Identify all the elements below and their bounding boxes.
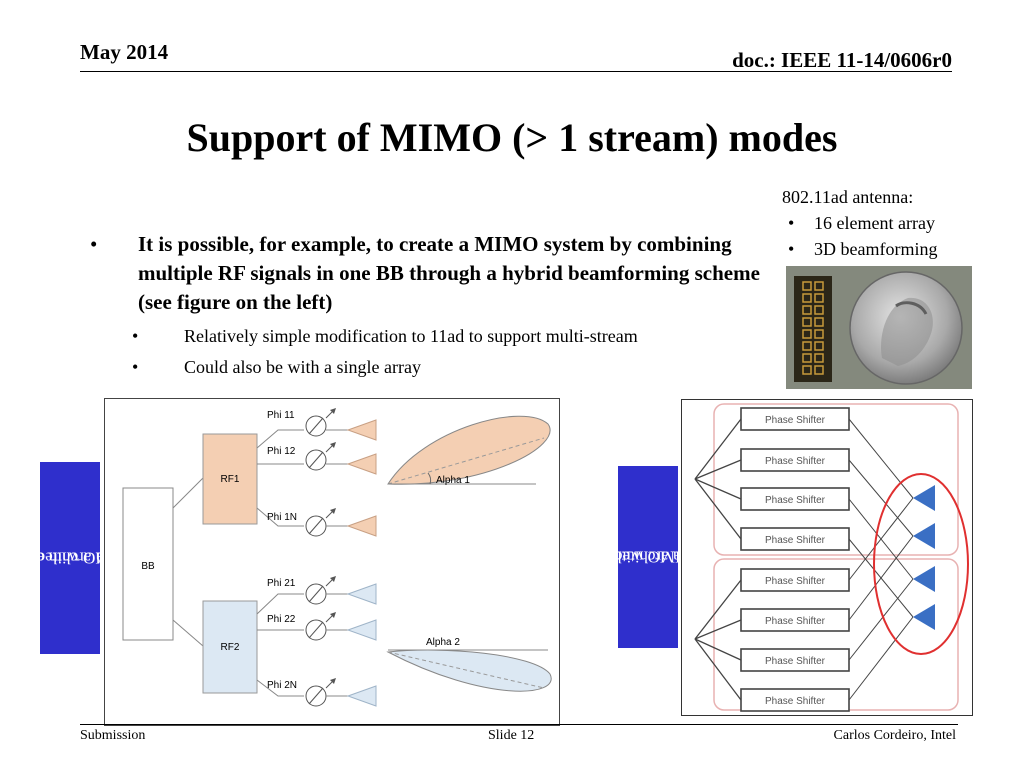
phase-label: Phi 1N xyxy=(267,512,297,523)
antenna-horn-icon xyxy=(346,619,377,641)
phase-shifter-label: Phase Shifter xyxy=(765,696,826,707)
phase-label: Phi 12 xyxy=(267,446,296,457)
antenna-horn-icon xyxy=(346,453,377,475)
antenna-array-chip xyxy=(794,276,832,382)
antenna-group-ellipse xyxy=(873,473,969,655)
antenna-note-list: 16 element array 3D beamforming xyxy=(782,210,937,262)
phase-shifter-icon xyxy=(305,442,336,471)
bullet-sub: Could also be with a single array xyxy=(90,355,770,379)
antenna-horn-icon xyxy=(346,419,377,441)
bullet-sub: Relatively simple modification to 11ad t… xyxy=(90,324,770,348)
phase-shifter-icon xyxy=(305,408,336,437)
rf2-label: RF2 xyxy=(221,642,240,653)
slide-title: Support of MIMO (> 1 stream) modes xyxy=(186,115,838,160)
alpha-1-label: Alpha 1 xyxy=(436,475,470,486)
footer-author: Carlos Cordeiro, Intel xyxy=(833,728,956,743)
header-date: May 2014 xyxy=(80,40,169,64)
phase-label: Phi 22 xyxy=(267,614,296,625)
bullet-list: It is possible, for example, to create a… xyxy=(90,230,770,379)
phase-shifter-label: Phase Shifter xyxy=(765,656,826,667)
beam-2 xyxy=(386,649,552,692)
header-divider xyxy=(80,71,952,72)
phase-label: Phi 11 xyxy=(267,410,295,421)
alpha-2-label: Alpha 2 xyxy=(426,637,460,648)
antenna-coin-photo xyxy=(786,266,972,389)
antenna-horn-icon xyxy=(346,515,377,537)
phase-shifter-label: Phase Shifter xyxy=(765,495,826,506)
bb-label: BB xyxy=(141,561,155,572)
rf1-block xyxy=(202,433,258,525)
antenna-horn-icon xyxy=(346,685,377,707)
antenna-horn-icon xyxy=(346,583,377,605)
rf2-block xyxy=(202,600,258,694)
bullet-main: It is possible, for example, to create a… xyxy=(90,230,770,317)
antenna-note-heading: 802.11ad antenna: xyxy=(782,187,914,207)
phase-label: Phi 21 xyxy=(267,578,296,589)
rf1-label: RF1 xyxy=(221,474,240,485)
phase-label: Phi 2N xyxy=(267,680,297,691)
antenna-note-item: 16 element array xyxy=(782,210,937,236)
hybrid-beamforming-diagram: BB RF1 RF2 Alpha 1 xyxy=(104,398,560,726)
antenna-element-icon xyxy=(913,523,935,549)
phase-shifter-icon xyxy=(305,678,336,707)
beam-1 xyxy=(387,415,551,485)
phase-shifter-label: Phase Shifter xyxy=(765,576,826,587)
phase-shifter-label: Phase Shifter xyxy=(765,616,826,627)
antenna-element-icon xyxy=(913,566,935,592)
phase-shifter-label: Phase Shifter xyxy=(765,456,826,467)
antenna-element-icon xyxy=(913,604,935,630)
header-doc-id: doc.: IEEE 11-14/0606r0 xyxy=(732,48,952,72)
phase-shifter-icon xyxy=(305,508,336,537)
antenna-note-item: 3D beamforming xyxy=(782,236,937,262)
footer-divider xyxy=(80,724,958,725)
phase-shifter-label: Phase Shifter xyxy=(765,535,826,546)
bb-block xyxy=(122,487,174,641)
footer-submission: Submission xyxy=(80,728,146,743)
footer-slide-number: Slide 12 xyxy=(488,728,535,743)
phase-shifter-label: Phase Shifter xyxy=(765,415,826,426)
phase-shifter-icon xyxy=(305,612,336,641)
antenna-element-icon xyxy=(913,485,935,511)
antenna-note: 802.11ad antenna: 16 element array 3D be… xyxy=(782,184,937,262)
